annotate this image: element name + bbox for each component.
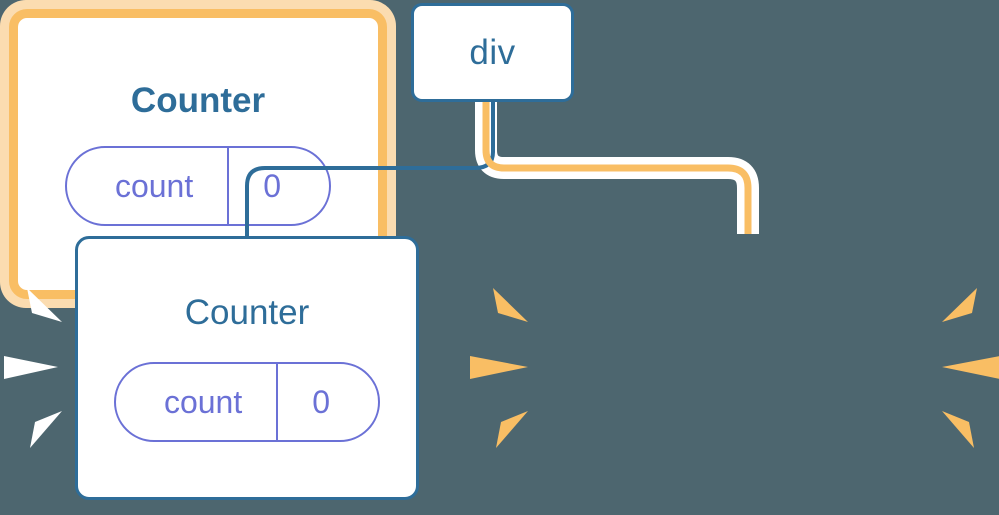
- node-counter-right-label: Counter: [130, 80, 266, 120]
- sparkle-ray-icon: [4, 356, 58, 379]
- state-badge-value: 0: [263, 167, 282, 204]
- state-badge-divider: [276, 363, 279, 440]
- state-badge-value: 0: [312, 383, 331, 420]
- sparkle-ray-icon: [30, 411, 62, 448]
- node-counter-left[interactable]: Counter count 0: [75, 236, 419, 500]
- sparkle-group-right-orange: [942, 288, 999, 448]
- sparkle-ray-icon: [493, 288, 528, 322]
- sparkle-ray-icon: [942, 356, 999, 379]
- sparkle-ray-icon: [942, 411, 974, 448]
- sparkle-group-middle-orange: [470, 288, 528, 448]
- sparkle-ray-icon: [27, 288, 62, 322]
- state-badge-divider: [227, 147, 230, 224]
- state-badge-count-right: count 0: [64, 145, 332, 226]
- sparkle-ray-icon: [942, 288, 977, 322]
- sparkle-group-left-white: [4, 288, 62, 448]
- connector-left-line: [245, 102, 495, 240]
- sparkle-ray-icon: [496, 411, 528, 448]
- sparkle-ray-icon: [470, 356, 528, 379]
- node-div[interactable]: div: [411, 3, 574, 102]
- node-counter-left-label: Counter: [184, 292, 310, 332]
- state-badge-count-left: count 0: [113, 361, 381, 442]
- state-badge-key: count: [114, 167, 194, 204]
- node-div-label: div: [469, 33, 516, 72]
- state-badge-key: count: [163, 383, 243, 420]
- connector-right-line: [482, 102, 752, 234]
